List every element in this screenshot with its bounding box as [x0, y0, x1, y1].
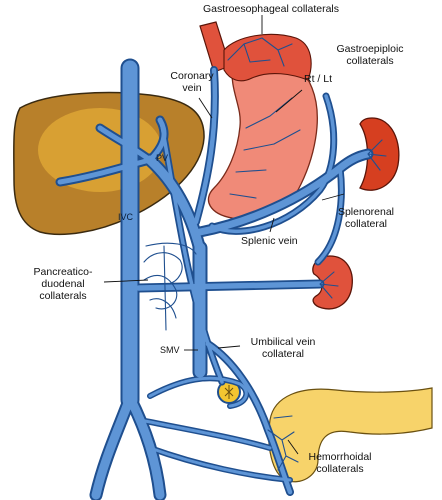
- label-hemorrhoidal-line1: Hemorrhoidal: [308, 451, 372, 463]
- leader-lines: [103, 15, 345, 455]
- label-umbilical-vein-collateral: Umbilical vein collateral: [230, 336, 336, 360]
- gastroesophageal-network: [223, 33, 312, 82]
- renal-fill: [136, 281, 323, 291]
- label-pancreaticoduodenal-collaterals: Pancreatico- duodenal collaterals: [18, 266, 108, 302]
- label-splenorenal-line1: Splenorenal: [337, 206, 395, 218]
- iliac-fill: [91, 393, 165, 500]
- spleen-branches: [367, 139, 387, 171]
- label-pancreatico-line3: collaterals: [39, 290, 87, 302]
- label-coronary-line1: Coronary: [170, 70, 214, 82]
- pancreaticoduodenal-network: [143, 242, 197, 331]
- kidney: [312, 255, 353, 310]
- label-gastroesophageal-collaterals: Gastroesophageal collaterals: [176, 3, 366, 15]
- lead-splenic: [269, 217, 275, 233]
- label-ivc-text: IVC: [118, 212, 134, 222]
- coronary-fill: [193, 67, 218, 225]
- label-gastroepiploic-line1: Gastroepiploic: [336, 43, 404, 55]
- kidney-branches: [319, 271, 339, 299]
- label-pv-text: PV: [156, 153, 169, 163]
- pelvic-fill: [138, 418, 292, 482]
- lead-hemorrhoidal: [287, 439, 299, 455]
- label-pancreatico-line1: Pancreatico-: [33, 266, 93, 278]
- label-umbilical-line1: Umbilical vein: [250, 336, 316, 348]
- lead-coronary: [198, 97, 213, 119]
- label-smv-text: SMV: [160, 345, 180, 355]
- lead-pancreatico: [103, 279, 149, 283]
- label-splenic-vein-text: Splenic vein: [241, 235, 298, 247]
- umbilical-fill: [160, 124, 224, 384]
- label-umbilical-line2: collateral: [261, 348, 305, 360]
- gastroesophageal-branches: [227, 37, 293, 67]
- label-rt-lt: Rt / Lt: [304, 73, 332, 85]
- label-splenic-vein: Splenic vein: [241, 235, 298, 247]
- label-hemorrhoidal-line2: collaterals: [316, 463, 364, 475]
- label-rt-lt-text: Rt / Lt: [304, 73, 333, 85]
- label-coronary-vein: Coronary vein: [150, 70, 234, 94]
- label-gastroepiploic-collaterals: Gastroepiploic collaterals: [315, 43, 425, 67]
- vein-fill-layer: [57, 60, 372, 500]
- label-gastroepiploic-line2: collaterals: [346, 55, 394, 67]
- spleen: [359, 117, 400, 191]
- label-smv: SMV: [160, 344, 180, 356]
- lead-rtlt: [275, 89, 303, 113]
- label-gastroesophageal-text: Gastroesophageal collaterals: [203, 3, 339, 15]
- label-pv: PV: [156, 152, 168, 164]
- gastroepiploic-fill: [210, 94, 336, 234]
- stomach-branches: [229, 97, 301, 199]
- label-ivc: IVC: [118, 211, 133, 223]
- lead-umbilical: [217, 345, 241, 349]
- hemorrhoidal-branches: [267, 415, 299, 471]
- small-branches: [143, 37, 387, 471]
- label-hemorrhoidal-collaterals: Hemorrhoidal collaterals: [290, 451, 390, 475]
- splenorenal-fill: [316, 166, 344, 264]
- umbilicus-star: [224, 385, 234, 399]
- lead-splenorenal: [321, 193, 345, 201]
- umbilical-loop-fill: [148, 376, 248, 408]
- label-coronary-line2: vein: [182, 82, 202, 94]
- label-splenorenal-collateral: Splenorenal collateral: [318, 206, 414, 230]
- label-splenorenal-line2: collateral: [344, 218, 388, 230]
- label-pancreatico-line2: duodenal: [41, 278, 85, 290]
- portal-fill: [145, 155, 205, 255]
